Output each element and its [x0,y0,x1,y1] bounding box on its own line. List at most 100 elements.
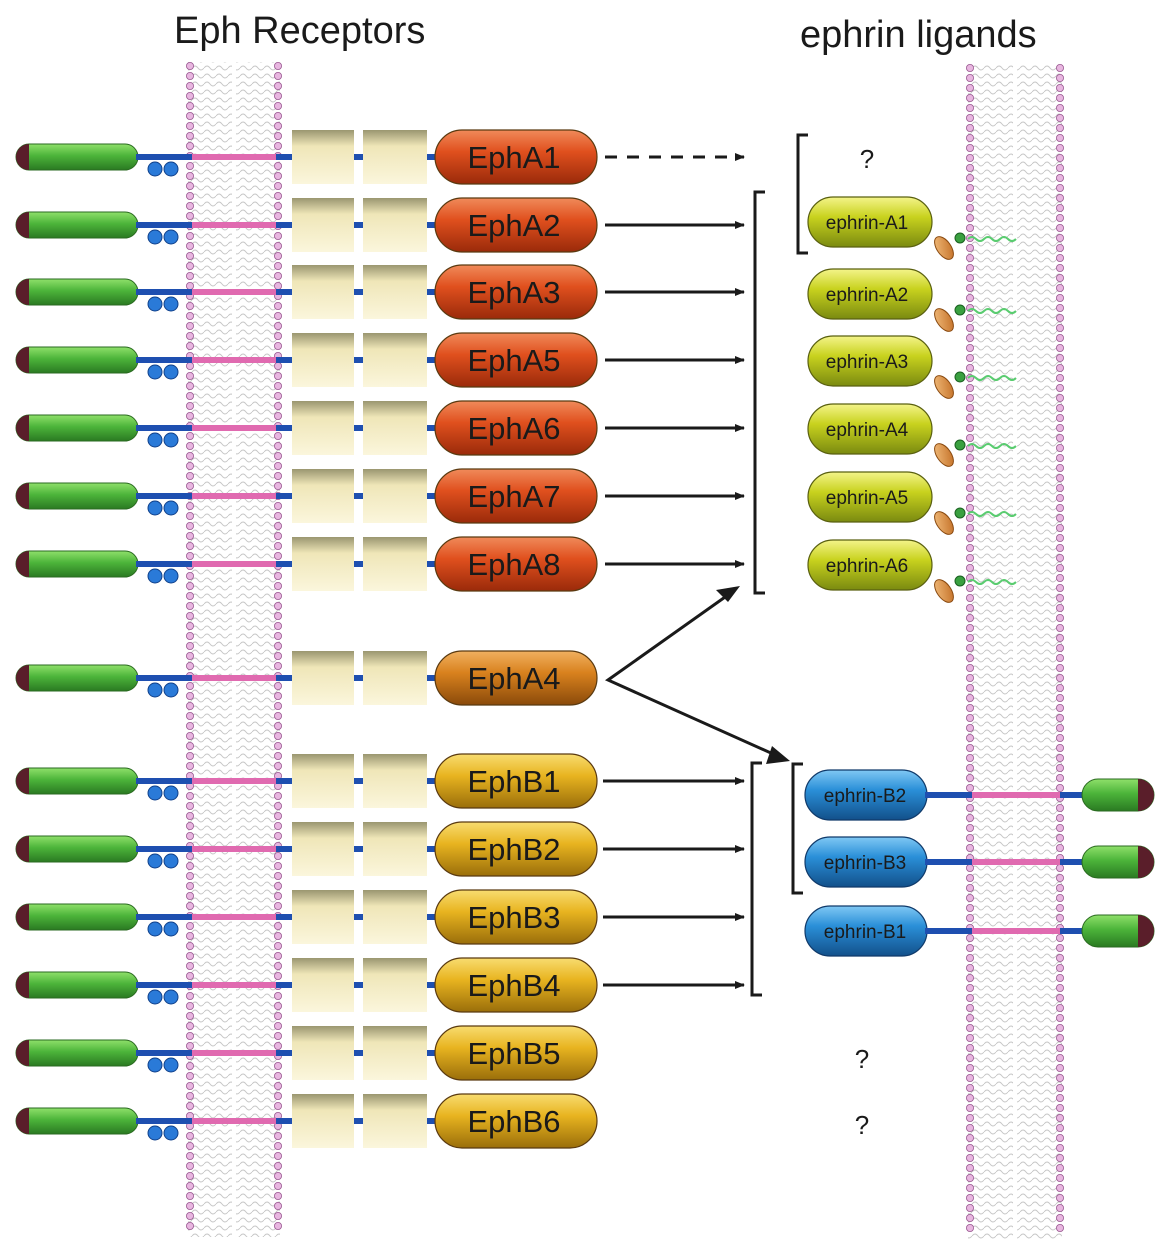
lipid-head [1056,874,1063,881]
phosphotyrosine-dot [148,433,162,447]
lipid-head [186,1202,193,1209]
lipid-head [274,372,281,379]
lipid-head [966,264,973,271]
lipid-head [186,512,193,519]
lipid-head [274,682,281,689]
lipid-head [274,522,281,529]
lipid-head [186,262,193,269]
lipid-head [274,232,281,239]
transmembrane-segment [192,425,276,431]
lipid-head [274,572,281,579]
lipid-head [966,904,973,911]
lipid-head [966,1114,973,1121]
juxtamembrane-linker [136,154,192,160]
ligand-label: ephrin-A5 [826,488,908,509]
lipid-head [274,182,281,189]
lipid-head [186,402,193,409]
receptor-epha8: EphA8 [16,537,597,591]
phosphotyrosine-dot [148,501,162,515]
linker-segment [276,357,292,363]
linker-segment [354,289,363,295]
lipid-head [274,92,281,99]
lipid-head [186,582,193,589]
lipid-head [966,754,973,761]
phosphotyrosine-dot [148,230,162,244]
lipid-head [274,132,281,139]
lipid-head [186,1142,193,1149]
lipid-head [966,134,973,141]
lipid-head [186,202,193,209]
lipid-head [186,362,193,369]
lipid-head [1056,864,1063,871]
lipid-head [966,564,973,571]
linker-segment [276,982,292,988]
phosphotyrosine-dot [148,854,162,868]
receptor-epha4: EphA4 [16,651,597,705]
lipid-head [1056,154,1063,161]
lipid-head [966,1184,973,1191]
lipid-head [966,334,973,341]
lipid-head [1056,1214,1063,1221]
transmembrane-segment [192,846,276,852]
gpi-anchor-sugar [931,233,957,262]
lipid-head [186,962,193,969]
lipid-head [186,1132,193,1139]
receptor-label: EphA4 [467,661,560,696]
lipid-head [1056,594,1063,601]
lipid-head [274,1102,281,1109]
lipid-head [274,1072,281,1079]
fibronectin-domain [292,754,354,808]
linker-segment [276,154,292,160]
lipid-head [966,864,973,871]
lipid-head [274,1012,281,1019]
lipid-head [186,212,193,219]
lipid-head [274,1042,281,1049]
kinase-domain [16,415,138,441]
phosphotyrosine-dot [164,1126,178,1140]
lipid-head [186,642,193,649]
lipid-head [274,102,281,109]
ligand-label: ephrin-B1 [824,922,906,943]
lipid-head [966,1034,973,1041]
kinase-domain-cap [16,347,29,373]
lipid-head [966,1204,973,1211]
gpi-anchor-sugar [931,508,957,537]
lipid-head [274,412,281,419]
transmembrane-segment [192,1118,276,1124]
lipid-head [966,914,973,921]
lipid-head [1056,664,1063,671]
lipid-head [966,514,973,521]
receptor-label: EphA7 [467,479,560,514]
lipid-head [966,1084,973,1091]
lipid-head [186,622,193,629]
lipid-head [966,604,973,611]
lipid-head [1056,204,1063,211]
lipid-head [186,272,193,279]
lipid-head [1056,954,1063,961]
lipid-head [1056,554,1063,561]
lipid-head [1056,844,1063,851]
bracket-ephrin-b2-b3 [793,764,803,893]
kinase-domain [16,144,138,170]
lipid-head [274,832,281,839]
lipid-head [966,674,973,681]
lipid-head [1056,754,1063,761]
lipid-head [1056,904,1063,911]
lipid-head [274,992,281,999]
arrowhead-epha4-down [766,746,790,764]
fibronectin-domain [292,1094,354,1148]
lipid-head [274,72,281,79]
lipid-head [966,1144,973,1151]
lipid-head [274,272,281,279]
ephrin-b-transmembrane [972,928,1060,934]
lipid-head [966,744,973,751]
lipid-head [966,294,973,301]
lipid-head [186,1042,193,1049]
lipid-head [274,62,281,69]
ligand-label: ephrin-A2 [826,285,908,306]
juxtamembrane-linker [136,846,192,852]
lipid-head [1056,774,1063,781]
lipid-head [966,814,973,821]
lipid-head [274,202,281,209]
